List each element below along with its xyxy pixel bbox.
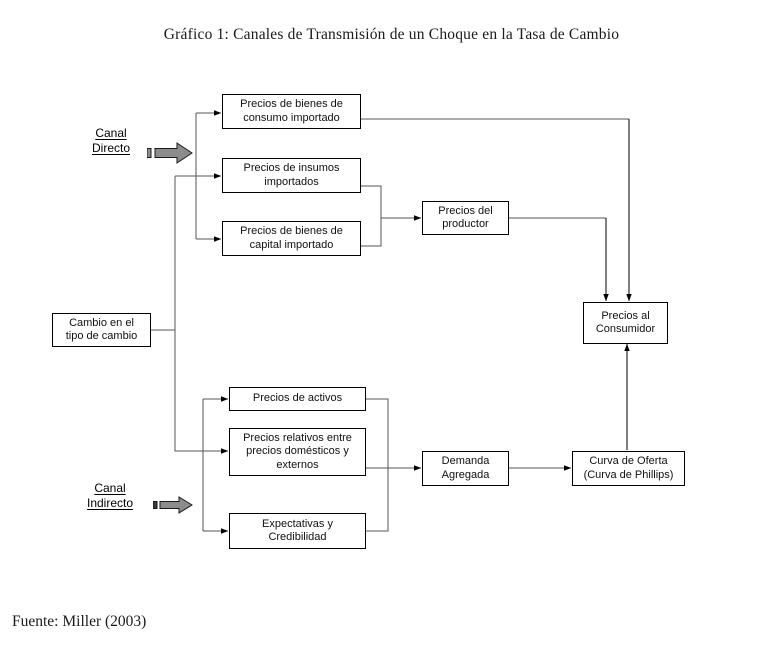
node-expectativas-line2: Credibilidad — [268, 531, 327, 543]
node-capital-line2: capital importado — [249, 238, 334, 251]
channel-indirecto-line1: Canal — [94, 481, 126, 495]
node-demanda-agregada[interactable]: Demanda Agregada — [422, 451, 509, 486]
node-consumo-line2: consumo importado — [243, 111, 340, 124]
node-precios-al-consumidor[interactable]: Precios al Consumidor — [583, 302, 668, 344]
node-precios-insumos-importados[interactable]: Precios de insumos importados — [222, 158, 361, 193]
connector-expectativas-out — [366, 468, 389, 532]
node-precios-bienes-capital-importado[interactable]: Precios de bienes de capital importado — [222, 221, 361, 256]
channel-indirecto-line2: Indirecto — [86, 496, 134, 510]
node-relativos-line2: precios domésticos y — [246, 445, 349, 458]
node-productor-line1: Precios del — [438, 204, 493, 217]
node-cambio-tipo-de-cambio[interactable]: Cambio en el tipo de cambio — [52, 313, 151, 347]
connector-insumos-out — [361, 185, 382, 218]
channel-label-directo: Canal Directo — [78, 126, 144, 156]
node-precios-bienes-consumo-importado[interactable]: Precios de bienes de consumo importado — [222, 94, 361, 129]
node-demanda-line2: Agregada — [441, 468, 490, 481]
node-activos-line1: Precios de activos — [252, 392, 343, 405]
channel-directo-line2: Directo — [91, 141, 130, 155]
node-productor-line2: productor — [442, 218, 489, 230]
connector-capital-out — [361, 218, 382, 247]
node-capital-line1: Precios de bienes de — [240, 225, 343, 237]
connector-activos-out — [366, 398, 389, 468]
node-consumidor-line2: Consumidor — [595, 323, 656, 335]
channel-label-indirecto: Canal Indirecto — [70, 481, 150, 511]
node-relativos-line1: Precios relativos entre — [243, 431, 352, 444]
node-origin-line2: tipo de cambio — [65, 330, 138, 342]
node-insumos-line2: importados — [264, 175, 319, 188]
node-curva-de-oferta[interactable]: Curva de Oferta (Curva de Phillips) — [572, 451, 685, 486]
node-expectativas-credibilidad[interactable]: Expectativas y Credibilidad — [229, 513, 366, 549]
node-precios-relativos[interactable]: Precios relativos entre precios doméstic… — [229, 428, 366, 476]
node-precios-de-activos[interactable]: Precios de activos — [229, 387, 366, 411]
channel-directo-line1: Canal — [95, 126, 127, 140]
node-consumo-line1: Precios de bienes de — [240, 98, 343, 110]
page-title: Gráfico 1: Canales de Transmisión de un … — [163, 26, 620, 43]
node-expectativas-line1: Expectativas y — [262, 517, 333, 530]
node-origin-line1: Cambio en el — [69, 316, 134, 329]
node-precios-del-productor[interactable]: Precios del productor — [422, 201, 509, 235]
node-relativos-line3: externos — [276, 458, 319, 471]
node-consumidor-line1: Precios al — [601, 309, 650, 322]
node-demanda-line1: Demanda — [441, 455, 490, 467]
block-arrow-right-icon — [153, 496, 193, 514]
figure-source: Fuente: Miller (2003) — [12, 613, 147, 630]
connector-origin-to-lower — [174, 330, 203, 452]
node-oferta-line1: Curva de Oferta — [589, 455, 668, 467]
block-arrow-right-icon — [147, 142, 193, 164]
connector-origin-to-upper — [151, 176, 176, 331]
node-insumos-line1: Precios de insumos — [243, 162, 340, 174]
node-oferta-line2: (Curva de Phillips) — [583, 468, 674, 481]
